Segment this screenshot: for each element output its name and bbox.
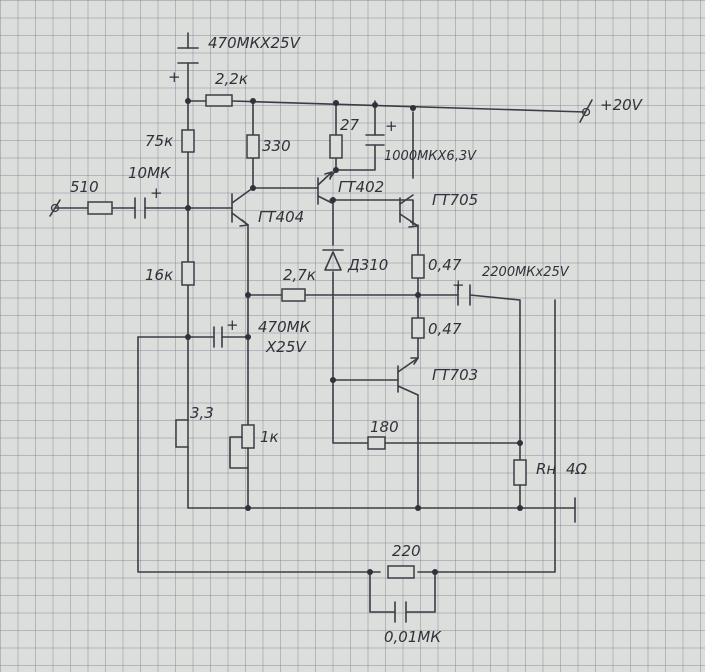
resistor-220 — [387, 565, 415, 579]
label-plus-out: + — [452, 276, 465, 294]
label-plus-c1: + — [168, 68, 181, 86]
label-plus-c2: + — [226, 316, 239, 334]
label-c-fb: 0,01МК — [384, 628, 442, 646]
label-r047a: 0,47 — [428, 256, 462, 274]
resistor-330 — [246, 134, 260, 159]
label-d310: Д310 — [347, 256, 388, 274]
label-pot1k: 1к — [260, 428, 279, 446]
label-gt703: ГТ703 — [432, 366, 478, 384]
resistor-75k — [181, 129, 195, 153]
label-in-c: 10МК — [128, 164, 172, 182]
cap-470-plate — [177, 47, 199, 64]
resistor-3-3 — [175, 419, 189, 448]
cap-1000-plates — [365, 134, 385, 146]
component-labels: 470МКХ25V + 2,2к +20V 75к 330 27 + 1000М… — [70, 34, 644, 646]
resistor-180 — [367, 436, 386, 450]
label-gt404: ГТ404 — [258, 208, 304, 226]
resistor-27 — [329, 134, 343, 159]
label-c2a: 470МК — [258, 318, 312, 336]
cap-2200-plates — [457, 284, 471, 306]
label-r330: 330 — [262, 137, 291, 155]
gt404-legs — [231, 189, 251, 226]
cap-0-01-plates — [394, 601, 407, 623]
label-load-ohm: 4Ω — [566, 460, 588, 478]
label-gt705: ГТ705 — [432, 191, 478, 209]
label-in-r: 510 — [70, 178, 99, 196]
resistor-510 — [87, 201, 113, 215]
label-r33: 3,3 — [190, 404, 214, 422]
label-r22k: 2,2к — [215, 70, 248, 88]
label-vplus: +20V — [600, 96, 644, 114]
label-plus-c3: + — [385, 117, 398, 135]
resistor-0-47-a — [411, 254, 425, 279]
diode-d310 — [322, 249, 344, 271]
input-terminal — [50, 203, 60, 213]
pot-1k — [241, 424, 255, 449]
label-r75k: 75к — [145, 132, 173, 150]
label-r27k: 2,7к — [283, 266, 316, 284]
label-plus-in: + — [150, 184, 163, 202]
resistor-load — [513, 459, 527, 486]
pot-wiper — [229, 436, 249, 469]
label-r220: 220 — [392, 542, 421, 560]
resistor-2-2k — [205, 94, 233, 107]
resistor-2-7k — [281, 288, 306, 302]
label-c2b: Х25V — [265, 338, 307, 356]
cap-470mk-plates — [213, 326, 223, 348]
wires — [54, 32, 586, 613]
label-r27: 27 — [340, 116, 360, 134]
label-r180: 180 — [370, 418, 399, 436]
label-r047b: 0,47 — [428, 320, 462, 338]
label-c-out: 2200МКх25V — [482, 265, 570, 280]
components — [49, 47, 593, 623]
label-load-r: Rн — [536, 460, 556, 478]
label-c3: 1000МКХ6,3V — [384, 149, 477, 164]
resistor-0-47-b — [411, 317, 425, 339]
label-r16k: 16к — [145, 266, 173, 284]
supply-terminal — [581, 107, 591, 117]
label-c1: 470МКХ25V — [208, 34, 302, 52]
label-gt402: ГТ402 — [338, 178, 384, 196]
junction-dots — [185, 98, 523, 575]
resistor-16k — [181, 261, 195, 286]
cap-10mk-plates — [134, 197, 146, 219]
